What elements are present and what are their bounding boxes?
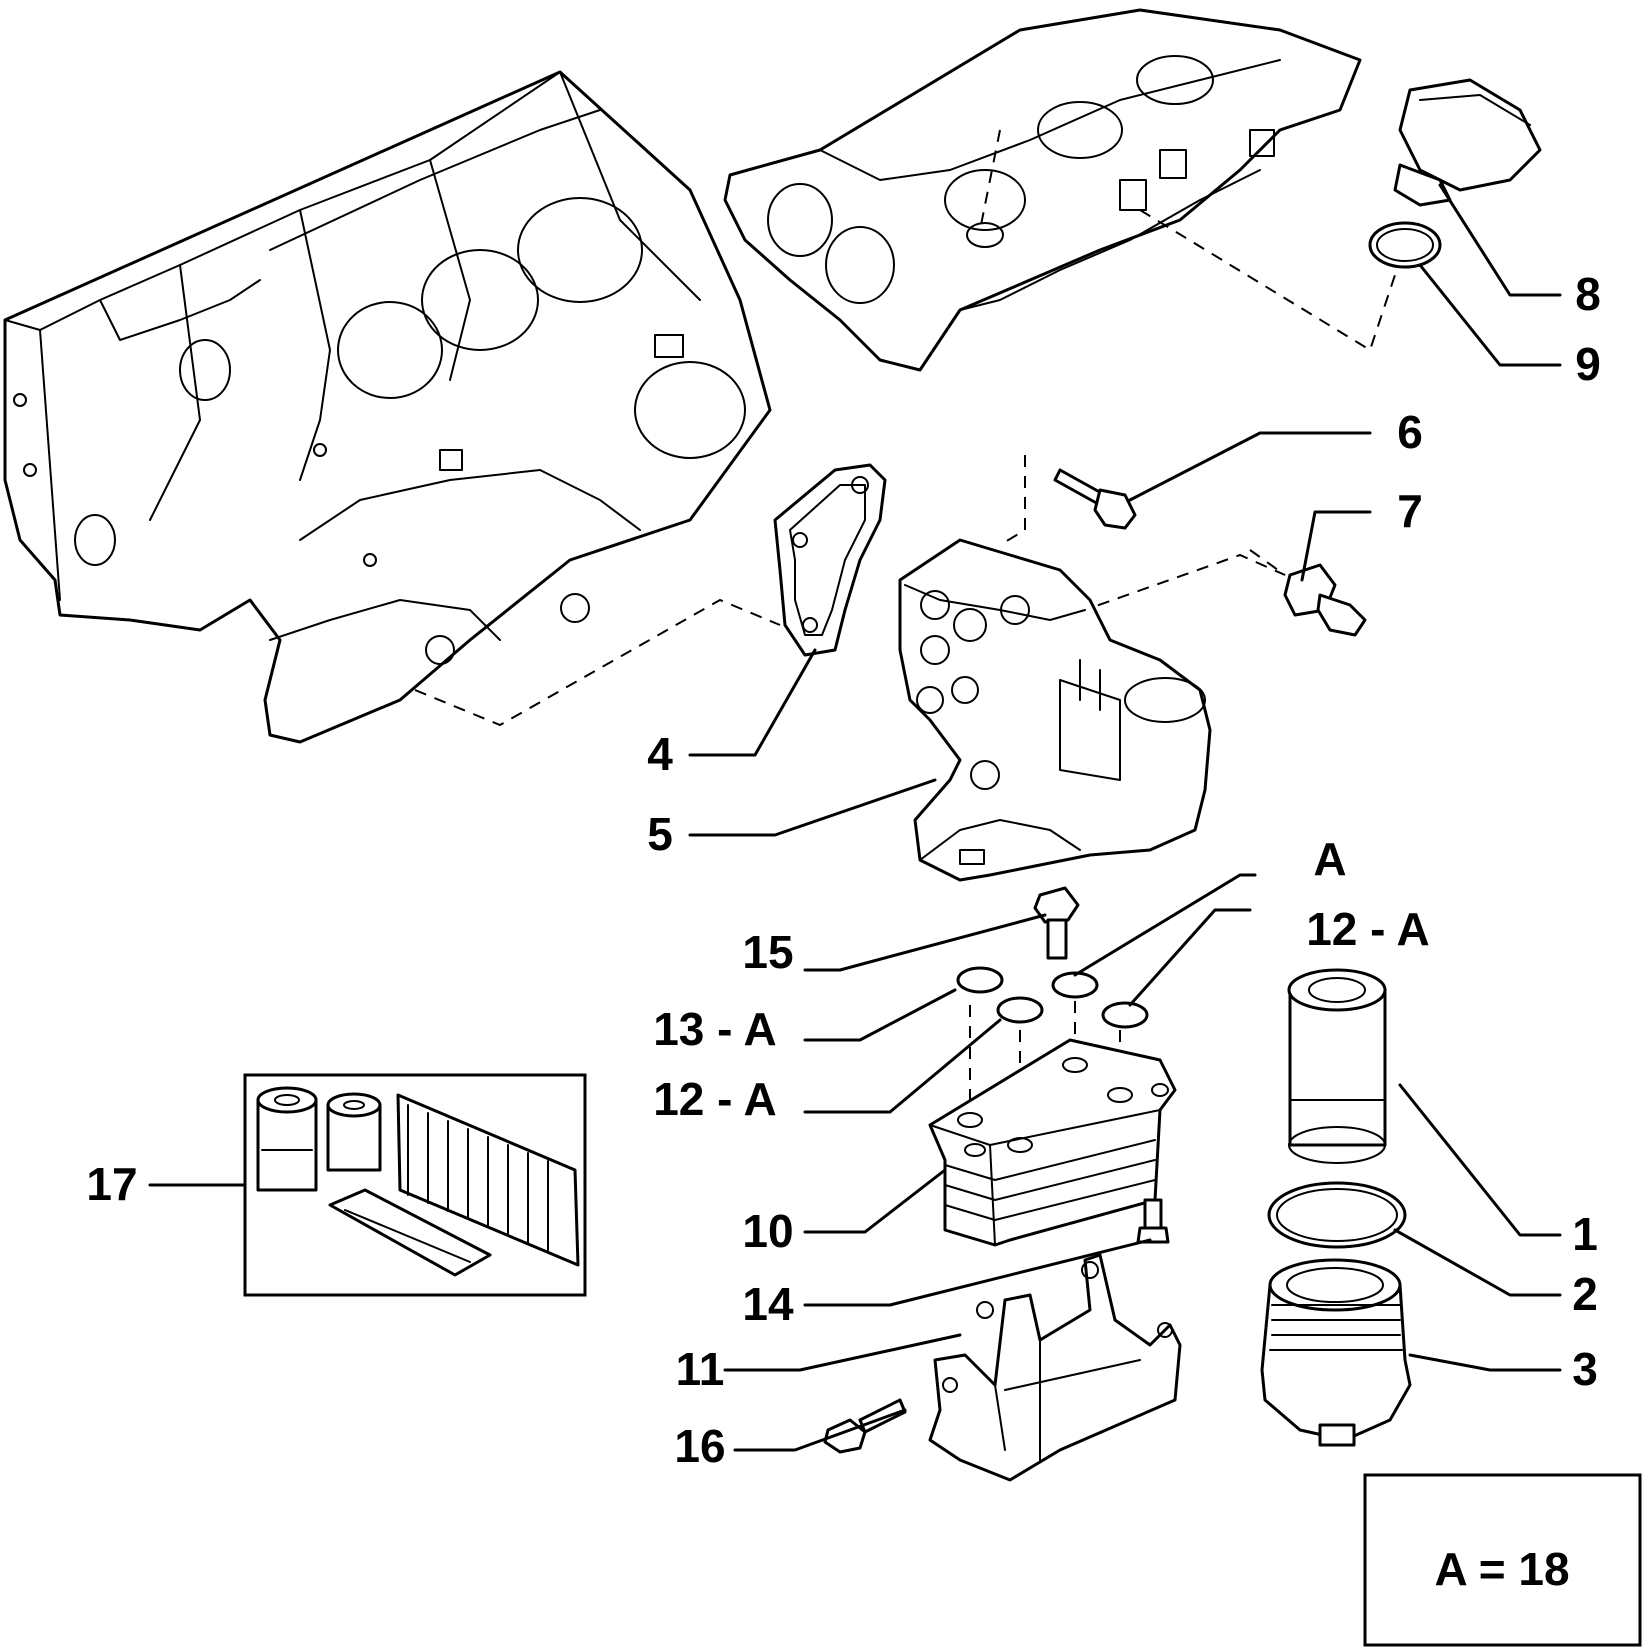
legend-box: A = 18 [1363,1473,1642,1647]
kit-cabin-filter [328,1188,492,1277]
kit-oil-filter-large [256,1086,318,1192]
leader-lines [148,183,1562,1452]
callout-12a-mid: 12 - A [653,1073,777,1125]
oil-pressure-sensor [1283,563,1367,637]
kit-air-filter-panel [396,1093,580,1267]
callout-6: 6 [1397,406,1423,458]
callout-4: 4 [647,728,673,780]
callout-14: 14 [742,1278,794,1330]
oil-filter-cap [1260,1258,1412,1447]
callout-10: 10 [742,1205,793,1257]
callout-a: A [1313,833,1346,885]
callout-16: 16 [674,1420,725,1472]
engine-block-illustration [3,70,772,744]
callout-5: 5 [647,808,673,860]
callout-labels: 1 2 3 4 5 6 7 8 9 10 11 12 - A 12 - A 13… [86,268,1600,1472]
screw-14 [1136,1198,1170,1244]
callout-11: 11 [676,1343,725,1395]
filler-cap-o-ring [1368,221,1442,269]
callout-3: 3 [1572,1343,1598,1395]
callout-15: 15 [742,926,793,978]
callout-17: 17 [86,1158,137,1210]
oil-cooler [928,1038,1177,1247]
o-ring-12a-left [996,996,1044,1024]
o-ring-13a [956,966,1004,994]
cylinder-head-cover-illustration [723,8,1362,372]
service-kit-box [243,1073,587,1297]
callout-8: 8 [1575,268,1601,320]
callout-13a: 13 - A [653,1003,777,1055]
bolt-15 [1033,886,1080,960]
filter-cap-o-ring [1267,1181,1407,1249]
oil-filter-element [1287,968,1387,1164]
callout-1: 1 [1572,1208,1598,1260]
callout-2: 2 [1572,1268,1598,1320]
bolt-6 [1053,468,1137,530]
oil-filler-cap [1393,78,1542,207]
callout-7: 7 [1397,485,1423,537]
legend-text: A = 18 [1434,1543,1569,1595]
kit-oil-filter-small [326,1092,382,1172]
o-ring-a [1051,971,1099,999]
callout-12a-top: 12 - A [1306,903,1430,955]
housing-gasket [773,463,887,657]
o-ring-12a-right [1101,1001,1149,1029]
cooler-bracket [928,1253,1182,1482]
callout-9: 9 [1575,338,1601,390]
oil-filter-housing [898,538,1212,882]
